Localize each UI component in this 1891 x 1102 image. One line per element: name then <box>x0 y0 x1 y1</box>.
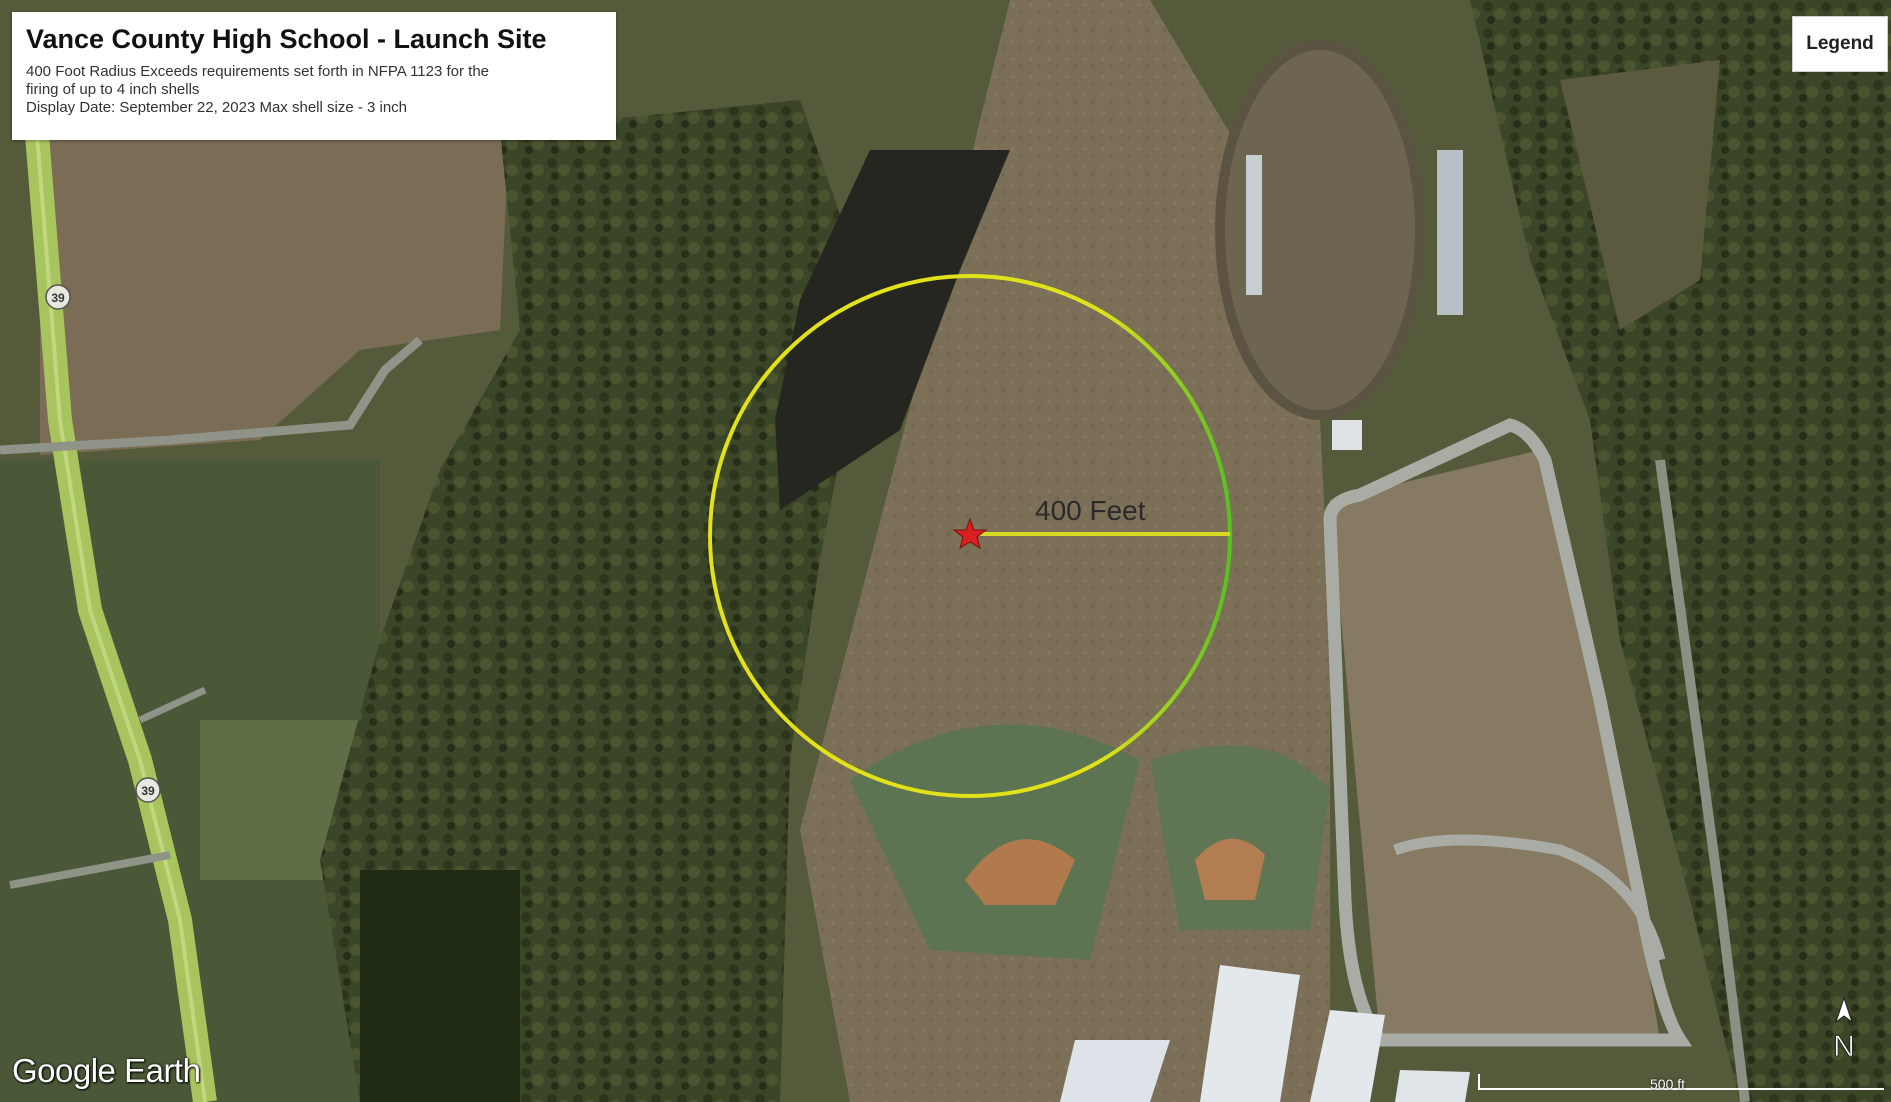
svg-text:39: 39 <box>51 291 65 305</box>
school-building-3 <box>1310 1010 1385 1102</box>
east-woodland <box>1470 0 1891 1102</box>
woodland <box>320 100 870 1102</box>
highway-39-centerline <box>33 109 207 1102</box>
launch-site-star[interactable] <box>952 517 988 550</box>
site-info-panel: Vance County High School - Launch Site 4… <box>12 12 616 140</box>
radius-label: 400 Feet <box>1035 495 1146 526</box>
access-path <box>1655 459 1750 1102</box>
baseball-field-2 <box>1150 745 1330 930</box>
athletic-track <box>1215 40 1425 420</box>
radius-requirement-text: 400 Foot Radius Exceeds requirements set… <box>26 63 490 81</box>
bleachers-right <box>1437 150 1463 315</box>
display-date-text: Display Date: September 22, 2023 Max she… <box>26 99 408 117</box>
scale-label: 500 ft <box>1650 1076 1686 1092</box>
side-road-mid <box>138 686 207 724</box>
school-building-2 <box>1200 965 1300 1102</box>
east-woodland-clearing <box>1560 60 1720 330</box>
small-building <box>1332 420 1362 450</box>
farm-field <box>40 110 510 455</box>
bleachers-left <box>1246 155 1262 295</box>
scale-bar <box>1478 1074 1884 1090</box>
side-road-south <box>9 851 171 889</box>
route-shield-39-north: 39 <box>45 284 71 310</box>
compass[interactable]: N <box>1824 996 1864 1068</box>
practice-field <box>1330 450 1660 1040</box>
svg-text:39: 39 <box>141 784 155 798</box>
baseball-field-1 <box>850 724 1140 960</box>
school-building-4 <box>1395 1070 1470 1102</box>
baseball-infield-1 <box>965 839 1075 905</box>
google-earth-logo: Google Earth <box>12 1052 201 1089</box>
compass-n-label: N <box>1833 1030 1855 1063</box>
radius-requirement-text-cont: firing of up to 4 inch shells <box>26 81 200 99</box>
pine-block <box>360 870 520 1102</box>
north-arrow-icon: N <box>1833 996 1855 1063</box>
baseball-infield-2 <box>1195 838 1265 900</box>
site-title: Vance County High School - Launch Site <box>26 24 547 54</box>
legend-button[interactable]: Legend <box>1792 16 1888 72</box>
school-building-1 <box>1060 1040 1170 1102</box>
loop-road-inner <box>1393 834 1666 962</box>
route-shield-39-south: 39 <box>135 777 161 803</box>
side-road-north <box>0 336 423 455</box>
dark-field-patch <box>775 150 1010 510</box>
loop-road <box>1323 418 1693 1047</box>
